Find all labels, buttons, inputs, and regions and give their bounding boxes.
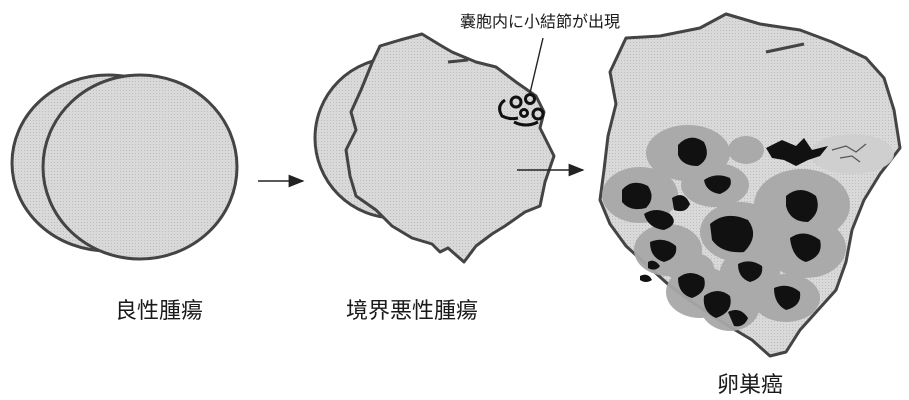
svg-text:境界悪性腫瘍: 境界悪性腫瘍 <box>346 299 478 324</box>
callout-label: 嚢胞内に小結節が出現 <box>460 12 620 31</box>
svg-text:嚢胞内に小結節が出現: 嚢胞内に小結節が出現 <box>460 12 620 31</box>
callout-line <box>529 37 544 94</box>
stage-label-benign: 良性腫瘍 <box>115 299 203 324</box>
stage-label-ovarian-cancer: 卵巣癌 <box>717 373 783 398</box>
benign-tumor-shape <box>10 73 239 261</box>
stage-label-borderline: 境界悪性腫瘍 <box>346 299 478 324</box>
ovarian-cancer-shape <box>598 12 902 358</box>
borderline-tumor-shape <box>313 32 556 264</box>
svg-text:良性腫瘍: 良性腫瘍 <box>115 299 203 324</box>
small-nodule-cluster <box>498 93 545 127</box>
svg-text:卵巣癌: 卵巣癌 <box>717 373 783 398</box>
